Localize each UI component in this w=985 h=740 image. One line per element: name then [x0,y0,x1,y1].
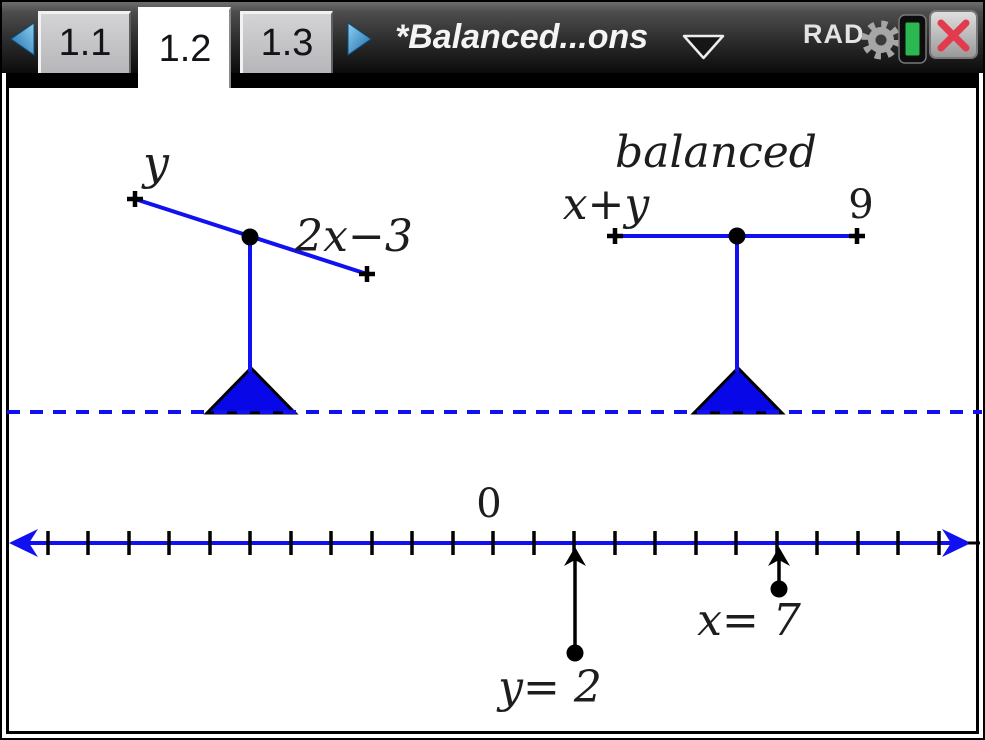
angle-mode-indicator: RAD [803,19,865,49]
document-menu-chevron-down-icon[interactable] [681,32,727,62]
close-document-button[interactable] [928,9,980,61]
top-bar: 1.1 1.2 1.3 *Balanced...ons RAD [2,2,983,88]
close-x-icon [937,19,970,52]
right-balance-right-pan-label[interactable]: 9 [848,182,874,228]
balanced-caption: balanced [615,127,817,178]
next-page-icon[interactable] [346,21,373,57]
prev-page-icon[interactable] [9,21,36,57]
solution-label-x[interactable]: x= 7 [697,595,801,646]
solution-label-y[interactable]: y= 2 [498,662,602,713]
left-balance-right-pan-label[interactable]: 2x−3 [295,211,413,262]
battery-icon [898,14,927,64]
document-title: *Balanced...ons [395,18,649,56]
right-balance-left-pan-label[interactable]: x+y [562,179,650,230]
tab-1-3[interactable]: 1.3 [240,11,333,73]
gear-icon [861,20,901,60]
tab-1-2[interactable]: 1.2 [138,7,231,88]
number-line-zero-label: 0 [476,481,502,527]
tab-1-1[interactable]: 1.1 [38,11,131,73]
left-balance-left-pan-label[interactable]: y [143,136,169,190]
system-status-icons [861,14,927,64]
graphs-page [6,73,979,734]
